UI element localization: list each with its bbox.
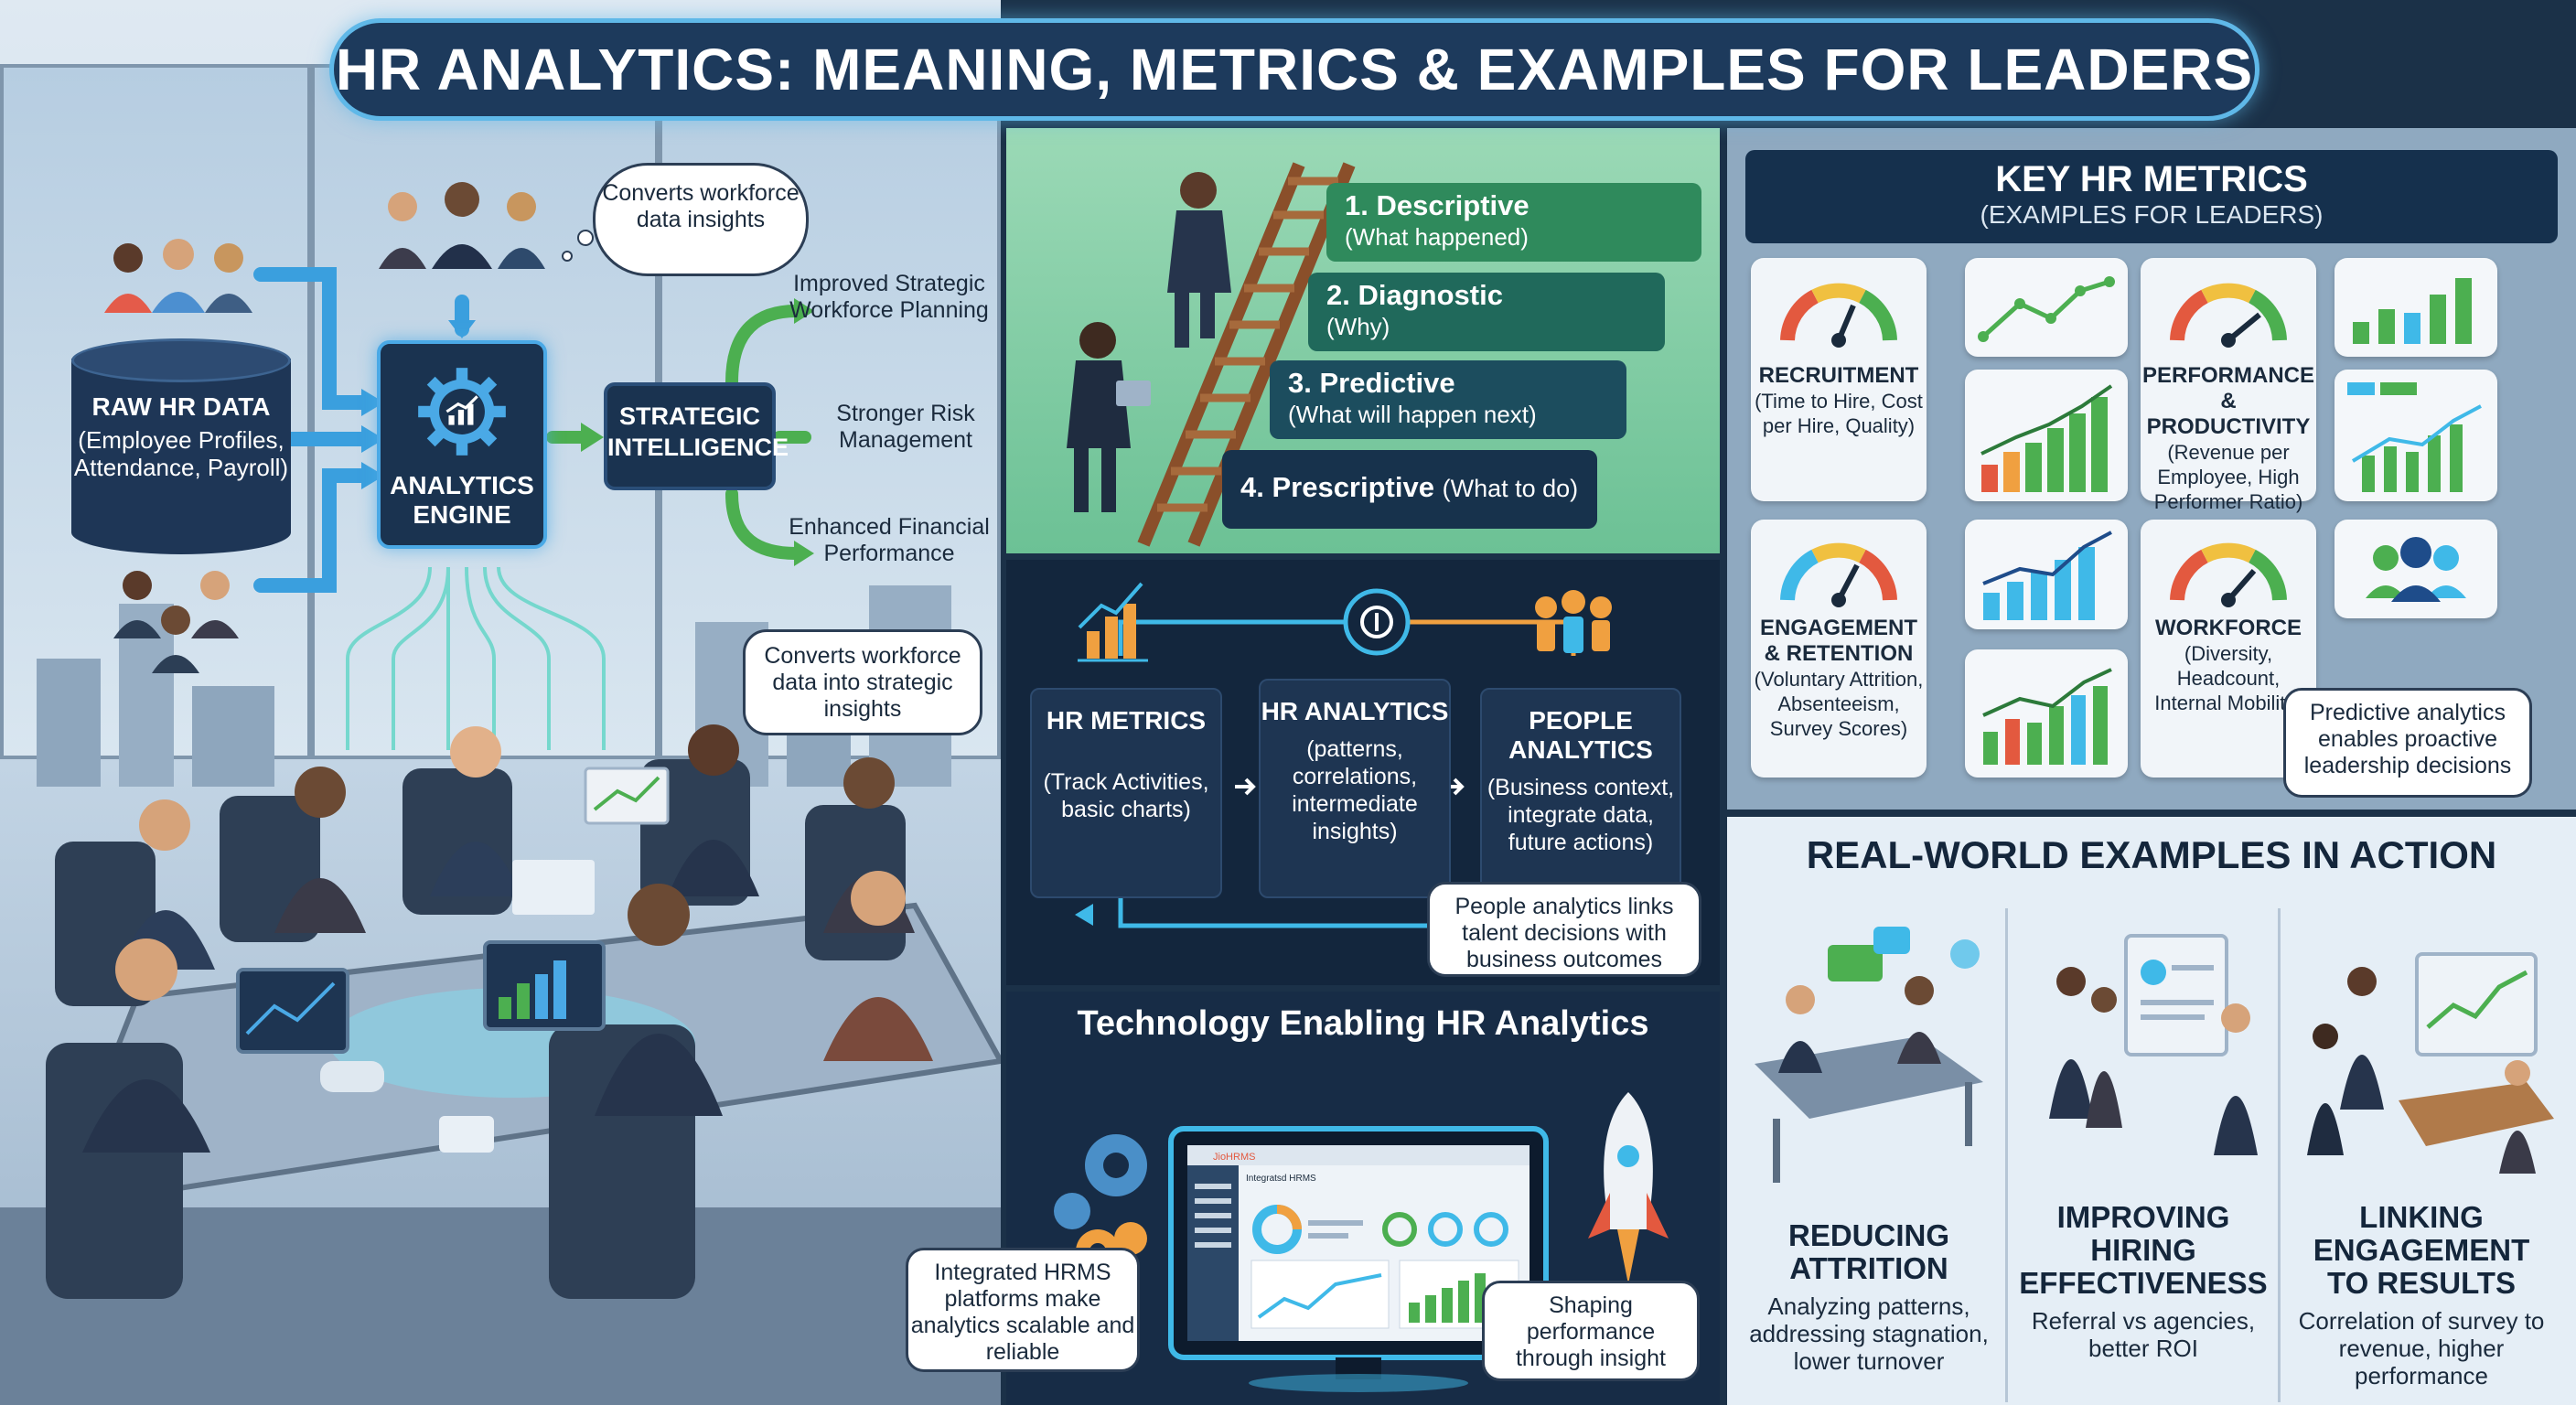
bar-chart-card: [2334, 370, 2497, 501]
divider: [2278, 908, 2281, 1402]
gear-chart-icon: [418, 368, 506, 456]
raw-hr-data-database: RAW HR DATA (Employee Profiles, Attendan…: [71, 338, 291, 554]
examples-panel: REAL-WORLD EXAMPLES IN ACTION REDUCING A…: [1727, 817, 2576, 1405]
evolution-connectors: [1075, 582, 1612, 928]
gauge-icon: [1780, 283, 1897, 348]
data-flow-arrows: [253, 267, 814, 750]
thought-dots: [562, 230, 594, 262]
analytics-engine-box: ANALYTICS ENGINE: [377, 340, 547, 549]
people-group-icon: [1535, 590, 1612, 653]
engagement-illustration: [2307, 952, 2554, 1174]
strategic-intelligence-box: STRATEGIC INTELLIGENCE: [604, 382, 789, 490]
meeting-room-scene: [0, 724, 1001, 1405]
outcome-risk-management: Stronger Risk Management: [836, 401, 975, 453]
bar-chart-card: [1965, 520, 2128, 629]
brand-label: JioHRMS: [1213, 1152, 1255, 1163]
leadership-group-icon: [379, 182, 545, 269]
example-hiring-effectiveness: IMPROVING HIRING EFFECTIVENESS Referral …: [2019, 1200, 2268, 1363]
left-panel: RAW HR DATA (Employee Profiles, Attendan…: [0, 0, 1001, 1405]
level-descriptive: 1. Descriptive (What happened): [1326, 183, 1701, 262]
speech-bubble: Converts workforce data into strategic i…: [743, 629, 982, 735]
examples-title: REAL-WORLD EXAMPLES IN ACTION: [1806, 833, 2497, 876]
people-analytics-box: PEOPLE ANALYTICS (Business context, inte…: [1480, 688, 1681, 898]
speech-bubble: Predictive analytics enables proactive l…: [2283, 688, 2532, 798]
analytics-evolution-panel: HR METRICS (Track Activities, basic char…: [1006, 560, 1720, 985]
people-icon-card: [2334, 520, 2497, 618]
divider: [2005, 908, 2008, 1402]
line-chart-card: [1965, 258, 2128, 357]
attrition-illustration: [1755, 927, 1983, 1183]
speech-bubble: People analytics links talent decisions …: [1427, 882, 1701, 977]
level-prescriptive: 4. Prescriptive (What to do): [1222, 450, 1597, 529]
raw-data-title: RAW HR DATA: [91, 392, 271, 421]
bar-chart-card: [2334, 258, 2497, 357]
hr-metrics-box: HR METRICS (Track Activities, basic char…: [1030, 688, 1222, 898]
dashboard-title: Integratsd HRMS: [1246, 1174, 1316, 1184]
metric-card-engagement: ENGAGEMENT & RETENTION (Voluntary Attrit…: [1751, 520, 1927, 778]
level-diagnostic: 2. Diagnostic (Why): [1308, 273, 1665, 351]
team-icon: [2366, 537, 2466, 602]
metrics-header: KEY HR METRICS (EXAMPLES FOR LEADERS): [1745, 150, 2558, 243]
raw-data-desc: (Employee Profiles, Attendance, Payroll): [73, 426, 289, 481]
employee-group-icon: [104, 239, 252, 313]
speech-bubble-performance: Shaping performance through insight: [1482, 1281, 1700, 1381]
title-banner: HR ANALYTICS: MEANING, METRICS & EXAMPLE…: [329, 18, 2259, 121]
growth-chart-icon: [1078, 582, 1148, 662]
thought-cloud: Converts workforce data insights: [593, 163, 809, 276]
outcome-financial-performance: Enhanced Financial Performance: [789, 514, 990, 566]
technology-illustration: JioHRMS Integratsd HRMS: [1054, 1092, 1683, 1392]
hr-analytics-box: HR ANALYTICS (patterns, correlations, in…: [1259, 679, 1451, 898]
bar-chart-card: [1965, 370, 2128, 501]
hiring-illustration: [2049, 934, 2258, 1155]
metric-card-recruitment: RECRUITMENT (Time to Hire, Cost per Hire…: [1751, 258, 1927, 501]
ladder-illustration: [1067, 162, 1356, 547]
speech-bubble-hrms: Integrated HRMS platforms make analytics…: [906, 1248, 1140, 1372]
outcome-workforce-planning: Improved Strategic Workforce Planning: [789, 271, 989, 323]
metric-card-performance: PERFORMANCE & PRODUCTIVITY (Revenue per …: [2141, 258, 2316, 513]
gauge-icon: [1780, 542, 1897, 607]
gauge-icon: [2170, 542, 2287, 607]
page-title: HR ANALYTICS: MEANING, METRICS & EXAMPLE…: [335, 37, 2254, 102]
level-predictive: 3. Predictive (What will happen next): [1270, 360, 1626, 439]
example-engagement-results: LINKING ENGAGEMENT TO RESULTS Correlatio…: [2298, 1200, 2545, 1390]
engine-label: ANALYTICS ENGINE: [390, 471, 534, 529]
analytics-levels-panel: 1. Descriptive (What happened) 2. Diagno…: [1006, 128, 1720, 553]
key-metrics-panel: KEY HR METRICS (EXAMPLES FOR LEADERS) RE…: [1727, 128, 2576, 810]
tech-title: Technology Enabling HR Analytics: [1077, 1004, 1649, 1043]
example-reducing-attrition: REDUCING ATTRITION Analyzing patterns, a…: [1749, 1218, 1989, 1376]
gauge-icon: [2170, 283, 2287, 348]
bar-chart-card: [1965, 649, 2128, 778]
employee-group-icon: [113, 571, 239, 673]
